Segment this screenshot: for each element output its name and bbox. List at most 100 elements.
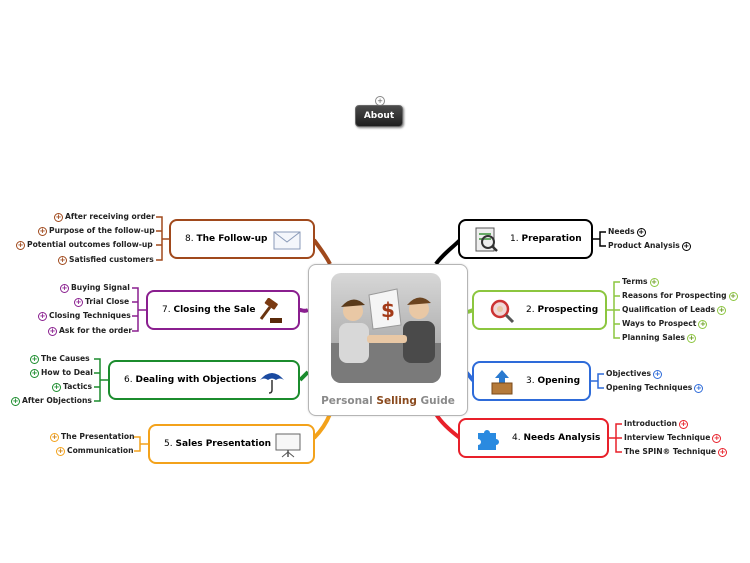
expand-icon[interactable]: +: [74, 297, 83, 307]
expand-icon[interactable]: +: [694, 383, 704, 393]
topic-number-label: 2. Prospecting: [526, 292, 598, 328]
subtopic[interactable]: +Tactics: [50, 382, 92, 392]
topic-number: 6.: [124, 375, 133, 385]
expand-icon[interactable]: +: [60, 283, 69, 293]
subtopic[interactable]: +Satisfied customers: [56, 255, 154, 265]
subtopic[interactable]: +Communication: [54, 446, 134, 456]
subtopic[interactable]: +Trial Close: [72, 297, 129, 307]
topic-number-label: 5. Sales Presentation: [164, 426, 271, 462]
topic-sales-presentation[interactable]: 5. Sales Presentation: [148, 424, 315, 464]
subtopic-label: After receiving order: [65, 212, 155, 221]
subtopic-label: After Objections: [22, 396, 92, 405]
subtopic-label: Reasons for Prospecting: [622, 291, 727, 300]
subtopic-label: Tactics: [63, 382, 93, 391]
expand-icon[interactable]: +: [30, 368, 39, 378]
topic-number-label: 4. Needs Analysis: [512, 420, 600, 456]
subtopic[interactable]: Needs+: [608, 227, 648, 237]
central-topic[interactable]: $ Personal Selling Guide: [308, 264, 468, 416]
expand-icon[interactable]: +: [712, 433, 722, 443]
subtopic[interactable]: +The Presentation: [48, 432, 135, 442]
subtopic[interactable]: Qualification of Leads+: [622, 305, 728, 315]
expand-icon[interactable]: +: [649, 277, 659, 287]
expand-icon[interactable]: +: [636, 227, 646, 237]
expand-icon[interactable]: +: [698, 319, 708, 329]
subtopic[interactable]: +Buying Signal: [58, 283, 130, 293]
subtopic[interactable]: +How to Deal: [28, 368, 93, 378]
expand-icon[interactable]: +: [681, 241, 691, 251]
subtopic-label: Satisfied customers: [69, 255, 154, 264]
expand-icon[interactable]: +: [48, 326, 57, 336]
expand-icon[interactable]: +: [30, 354, 39, 364]
subtopic-label: Potential outcomes follow-up: [27, 240, 153, 249]
topic-label: Prospecting: [537, 305, 599, 315]
subtopic[interactable]: The SPIN® Technique+: [624, 447, 729, 457]
topic-needs-analysis[interactable]: 4. Needs Analysis: [458, 418, 609, 458]
expand-icon[interactable]: +: [687, 333, 697, 343]
expand-icon[interactable]: +: [52, 382, 61, 392]
expand-icon[interactable]: +: [717, 305, 727, 315]
subtopic[interactable]: +Potential outcomes follow-up: [14, 240, 153, 250]
expand-icon[interactable]: +: [38, 226, 47, 236]
topic-number: 7.: [162, 305, 171, 315]
umbrella-icon: [258, 368, 286, 394]
topic-closing-the-sale[interactable]: 7. Closing the Sale: [146, 290, 300, 330]
topic-dealing-with-objections[interactable]: 6. Dealing with Objections: [108, 360, 300, 400]
subtopic[interactable]: Objectives+: [606, 369, 664, 379]
subtopic-label: Terms: [622, 277, 648, 286]
topic-number-label: 7. Closing the Sale: [162, 292, 255, 328]
subtopic[interactable]: Introduction+: [624, 419, 690, 429]
topic-number: 5.: [164, 439, 173, 449]
subtopic-label: Ways to Prospect: [622, 319, 697, 328]
central-title-word: Guide: [420, 395, 455, 407]
expand-icon[interactable]: +: [679, 419, 689, 429]
subtopic[interactable]: +Closing Techniques: [36, 311, 131, 321]
subtopic-label: The Presentation: [61, 432, 135, 441]
subtopic[interactable]: +After Objections: [9, 396, 92, 406]
expand-icon[interactable]: +: [38, 311, 47, 321]
topic-number: 4.: [512, 433, 521, 443]
topic-prospecting[interactable]: 2. Prospecting: [472, 290, 607, 330]
expand-icon[interactable]: +: [653, 369, 662, 379]
subtopic[interactable]: Terms+: [622, 277, 661, 287]
expand-icon[interactable]: +: [58, 255, 67, 265]
subtopic[interactable]: Interview Technique+: [624, 433, 723, 443]
clipboard-magnifier-icon: [472, 227, 500, 253]
subtopic-label: Interview Technique: [624, 433, 711, 442]
subtopic[interactable]: +After receiving order: [52, 212, 155, 222]
expand-icon[interactable]: +: [718, 447, 728, 457]
topic-label: Sales Presentation: [175, 439, 272, 449]
expand-icon[interactable]: +: [728, 291, 738, 301]
topic-number-label: 6. Dealing with Objections: [124, 362, 256, 398]
subtopic[interactable]: Planning Sales+: [622, 333, 698, 343]
subtopic-label: Communication: [67, 446, 134, 455]
subtopic[interactable]: Opening Techniques+: [606, 383, 705, 393]
handshake-illustration: $: [331, 273, 441, 383]
topic-number-label: 8. The Follow-up: [185, 221, 267, 257]
central-title-word: Selling: [376, 395, 417, 407]
subtopic[interactable]: Product Analysis+: [608, 241, 693, 251]
topic-preparation[interactable]: 1. Preparation: [458, 219, 593, 259]
expand-icon[interactable]: +: [54, 212, 63, 222]
subtopic[interactable]: Ways to Prospect+: [622, 319, 709, 329]
topic-number: 3.: [526, 376, 535, 386]
box-upload-icon: [488, 369, 516, 395]
expand-icon[interactable]: +: [16, 240, 25, 250]
expand-icon[interactable]: +: [56, 446, 65, 456]
expand-icon[interactable]: +: [11, 396, 20, 406]
expand-icon[interactable]: +: [50, 432, 59, 442]
topic-number: 2.: [526, 305, 535, 315]
topic-label: The Follow-up: [196, 234, 268, 244]
projector-screen-icon: [274, 432, 302, 458]
subtopic[interactable]: +Ask for the order: [46, 326, 132, 336]
subtopic[interactable]: +Purpose of the follow-up: [36, 226, 155, 236]
envelope-icon: [273, 227, 301, 253]
topic-the-follow-up[interactable]: 8. The Follow-up: [169, 219, 315, 259]
subtopic[interactable]: +The Causes: [28, 354, 90, 364]
topic-opening[interactable]: 3. Opening: [472, 361, 591, 401]
subtopic-label: How to Deal: [41, 368, 93, 377]
subtopic-label: Closing Techniques: [49, 311, 131, 320]
subtopic[interactable]: Reasons for Prospecting+: [622, 291, 740, 301]
topic-label: Closing the Sale: [173, 305, 256, 315]
about-button[interactable]: About: [355, 105, 403, 127]
